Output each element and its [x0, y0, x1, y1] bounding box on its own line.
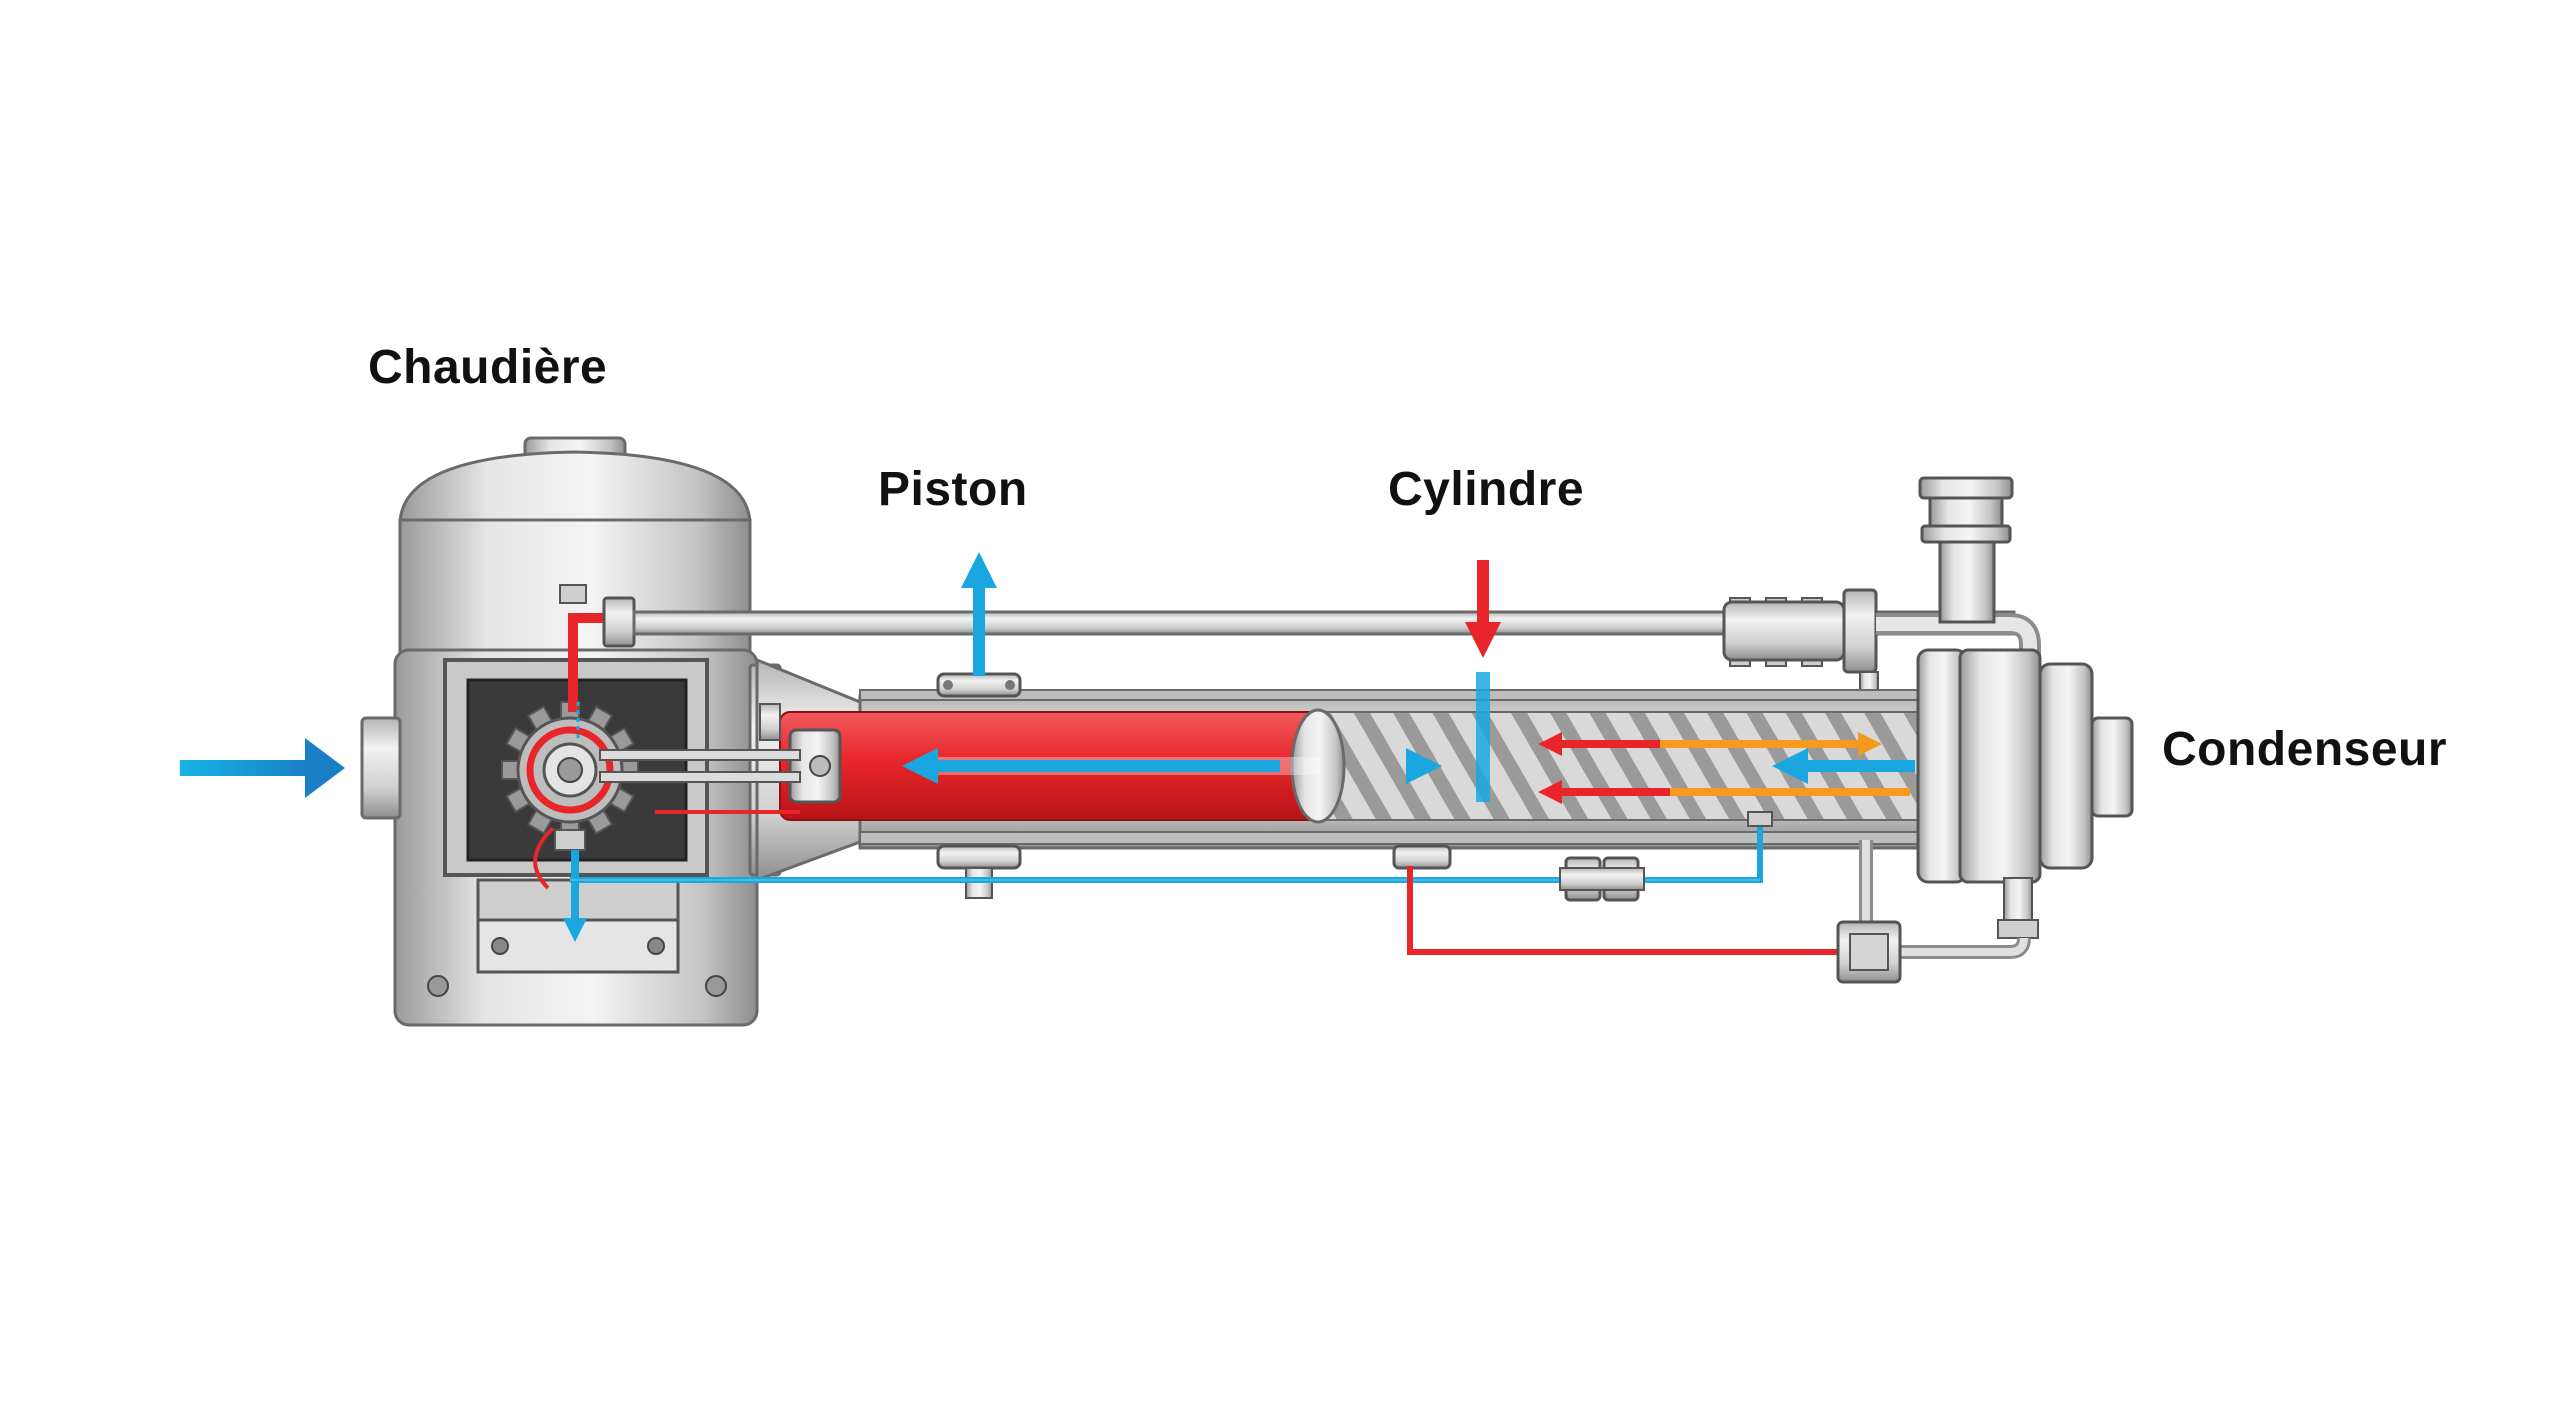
label-boiler: Chaudière	[368, 341, 608, 394]
connecting-rod	[599, 749, 801, 783]
condenser-stack	[1918, 476, 2014, 624]
label-cylinder: Cylindre	[1388, 463, 1585, 516]
valve-lower	[1559, 856, 1645, 902]
label-condenser: Condenseur	[2162, 723, 2448, 776]
valve-condenser	[1836, 920, 1902, 984]
condenser	[1916, 648, 2134, 939]
gear-icon	[501, 701, 639, 839]
inlet-arrow	[180, 738, 345, 798]
label-piston: Piston	[878, 463, 1028, 516]
